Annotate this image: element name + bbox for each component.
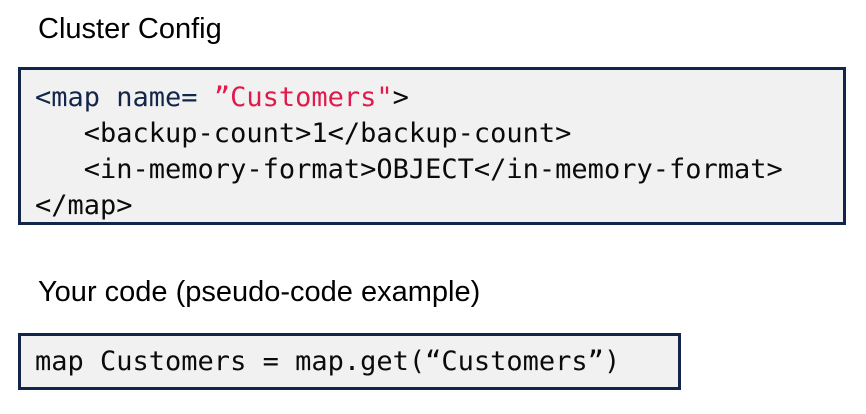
pseudo-code-line: map Customers = map.get(“Customers”) bbox=[35, 345, 621, 377]
xml-attribute-value: ”Customers" bbox=[213, 82, 393, 113]
cluster-config-title: Cluster Config bbox=[38, 13, 222, 45]
your-code-title: Your code (pseudo-code example) bbox=[38, 276, 481, 308]
pseudo-code-block: map Customers = map.get(“Customers”) bbox=[18, 333, 681, 390]
xml-tag-open: <map name= bbox=[35, 82, 214, 113]
xml-map-open-line: <map name= ”Customers"> bbox=[35, 80, 843, 116]
xml-map-close-line: </map> bbox=[35, 190, 133, 221]
xml-tag-close-bracket: > bbox=[392, 82, 409, 113]
xml-backup-count-line: <backup-count>1</backup-count> bbox=[35, 118, 572, 149]
xml-in-memory-format-line: <in-memory-format>OBJECT</in-memory-form… bbox=[35, 154, 783, 185]
cluster-config-code-block: <map name= ”Customers"> <backup-count>1<… bbox=[18, 67, 846, 225]
